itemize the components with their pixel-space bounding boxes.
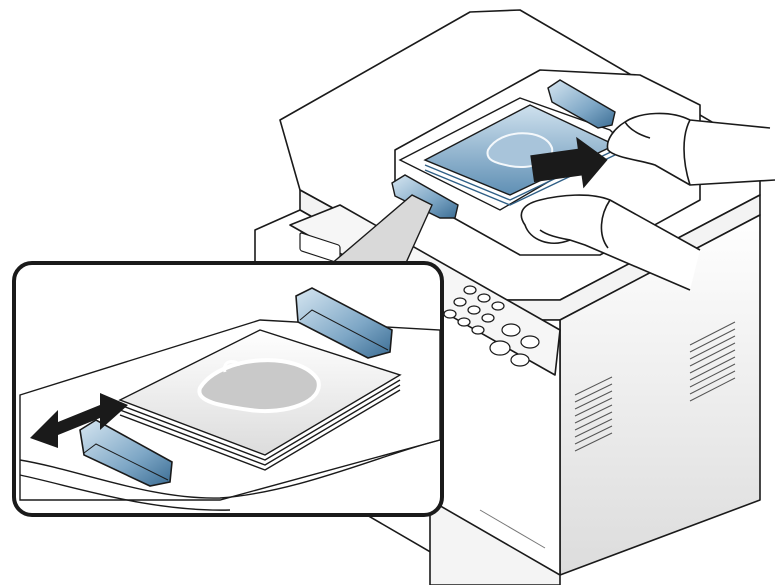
double-arrow-icon [30,393,128,448]
hands [520,112,776,291]
paper-guide-rear-main [547,79,616,129]
hand-lower [520,194,701,291]
arrow-right-icon [530,136,608,189]
apple-logo-icon [197,358,321,413]
hand-upper [606,112,776,186]
paper-guide-front-main [391,174,459,219]
paper-guide-rear-zoom [295,287,393,359]
keypad [299,232,540,367]
side-vents [574,321,736,452]
zoom-callout [12,194,444,517]
paper-tray [429,498,561,585]
paper-stack-zoom [118,329,402,471]
paper-guide-front-zoom [79,419,173,487]
